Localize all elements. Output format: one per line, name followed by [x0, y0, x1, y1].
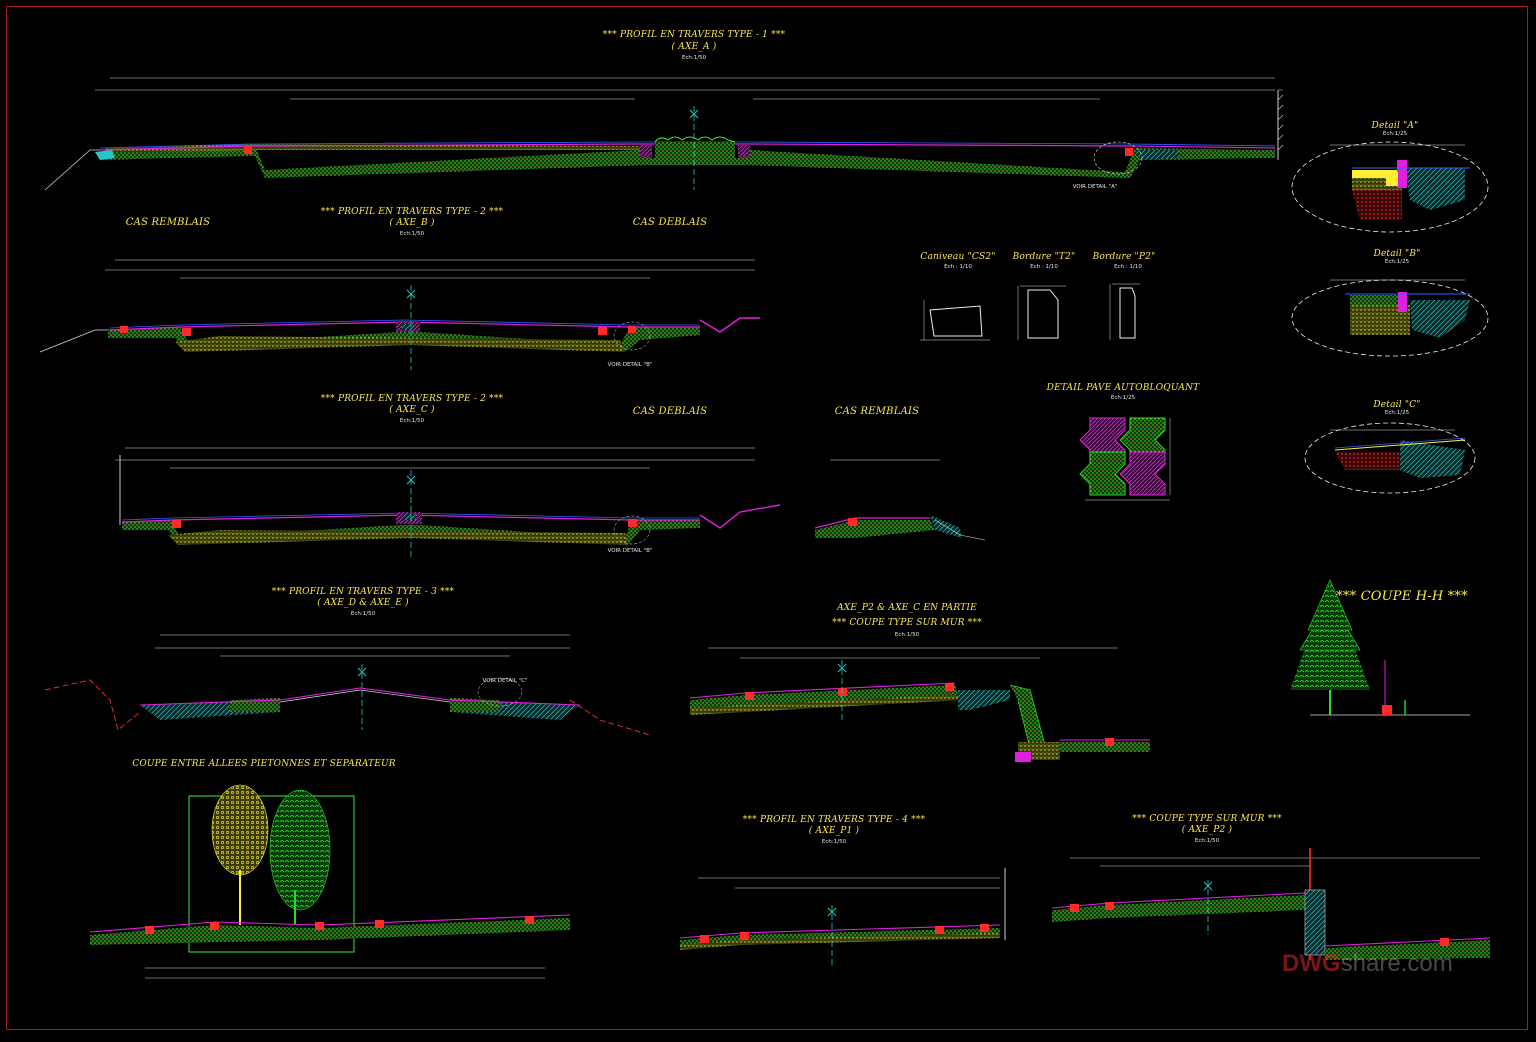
bordure-p2-title: Bordure "P2"	[1092, 252, 1156, 262]
type4-scale: Ech:1/50	[821, 839, 847, 845]
case-remblais-2: CAS REMBLAIS	[834, 406, 920, 417]
type1-scale: Ech:1/50	[681, 55, 707, 61]
type3-axe: ( AXE_D & AXE_E )	[317, 598, 409, 608]
detail-c-title: Detail "C"	[1373, 400, 1421, 410]
bordure-t2-scale: Ech : 1/10	[1030, 264, 1058, 270]
watermark-brand: DWG	[1282, 950, 1341, 977]
type2c-scale: Ech:1/50	[399, 418, 425, 424]
mur-p2-title: *** COUPE TYPE SUR MUR ***	[1132, 814, 1282, 824]
detail-c	[1304, 422, 1476, 494]
bordure-p2-scale: Ech : 1/10	[1114, 264, 1142, 270]
callout-voir-a: VOIR DETAIL "A"	[1072, 184, 1118, 190]
mur-partie-line1: AXE_P2 & AXE_C EN PARTIE	[837, 603, 977, 613]
caniveau-scale: Ech : 1/10	[944, 264, 972, 270]
type2b-axe: ( AXE_B )	[389, 218, 435, 228]
mur-p2-axe: ( AXE_P2 )	[1181, 825, 1233, 835]
type4-title: *** PROFIL EN TRAVERS TYPE - 4 ***	[742, 815, 926, 825]
detail-b-title: Detail "B"	[1373, 249, 1421, 259]
case-remblais-1: CAS REMBLAIS	[125, 217, 211, 228]
pave-title: DETAIL PAVE AUTOBLOQUANT	[1046, 383, 1200, 393]
case-deblais-1: CAS DEBLAIS	[632, 217, 708, 228]
element-sections	[920, 283, 1140, 341]
type2c-title: *** PROFIL EN TRAVERS TYPE - 2 ***	[320, 394, 504, 404]
detail-b-scale: Ech:1/25	[1384, 259, 1410, 265]
detail-b	[1291, 279, 1489, 357]
callout-voir-b: VOIR DETAIL "B"	[607, 362, 653, 368]
type3-scale: Ech:1/50	[350, 611, 376, 617]
pave-scale: Ech:1/25	[1110, 395, 1136, 401]
coupe-mur-p2	[1051, 848, 1491, 960]
caniveau-title: Caniveau "CS2"	[920, 252, 996, 262]
coupe-hh	[1290, 579, 1470, 716]
pave-detail	[1079, 417, 1171, 501]
type1-title: *** PROFIL EN TRAVERS TYPE - 1 ***	[602, 30, 786, 40]
coupe-mur-partie	[689, 647, 1150, 762]
detail-c-scale: Ech:1/25	[1384, 410, 1410, 416]
watermark-rest: share.com	[1340, 950, 1453, 977]
allees-title: COUPE ENTRE ALLEES PIETONNES ET SEPARATE…	[132, 759, 396, 769]
type2b-title: *** PROFIL EN TRAVERS TYPE - 2 ***	[320, 207, 504, 217]
coupe-allees	[89, 784, 571, 979]
type1-axe: ( AXE_A )	[671, 42, 717, 52]
detail-a-scale: Ech:1/25	[1382, 131, 1408, 137]
profile-type-4	[679, 868, 1006, 965]
type2b-scale: Ech:1/50	[399, 231, 425, 237]
profile-type-1	[44, 77, 1284, 191]
case-deblais-2: CAS DEBLAIS	[632, 406, 708, 417]
type2c-axe: ( AXE_C )	[389, 405, 435, 415]
detail-a	[1291, 141, 1489, 233]
bordure-t2-title: Bordure "T2"	[1012, 252, 1076, 262]
coupe-hh-title: *** COUPE H-H ***	[1336, 589, 1468, 604]
callout-voir-d: VOIR DETAIL "B"	[607, 548, 653, 554]
profile-type-3	[44, 634, 651, 736]
mur-partie-title: *** COUPE TYPE SUR MUR ***	[832, 618, 982, 628]
mur-partie-scale: Ech:1/50	[894, 632, 920, 638]
callout-voir-c: VOIR DETAIL "C"	[482, 678, 528, 684]
type3-title: *** PROFIL EN TRAVERS TYPE - 3 ***	[271, 587, 455, 597]
profile-type-2-axe-b	[39, 259, 760, 370]
type4-axe: ( AXE_P1 )	[808, 826, 860, 836]
watermark: DWGshare.com	[1282, 950, 1453, 978]
profile-type-2-axe-c	[115, 447, 986, 560]
detail-a-title: Detail "A"	[1371, 121, 1419, 131]
mur-p2-scale: Ech:1/50	[1194, 838, 1220, 844]
